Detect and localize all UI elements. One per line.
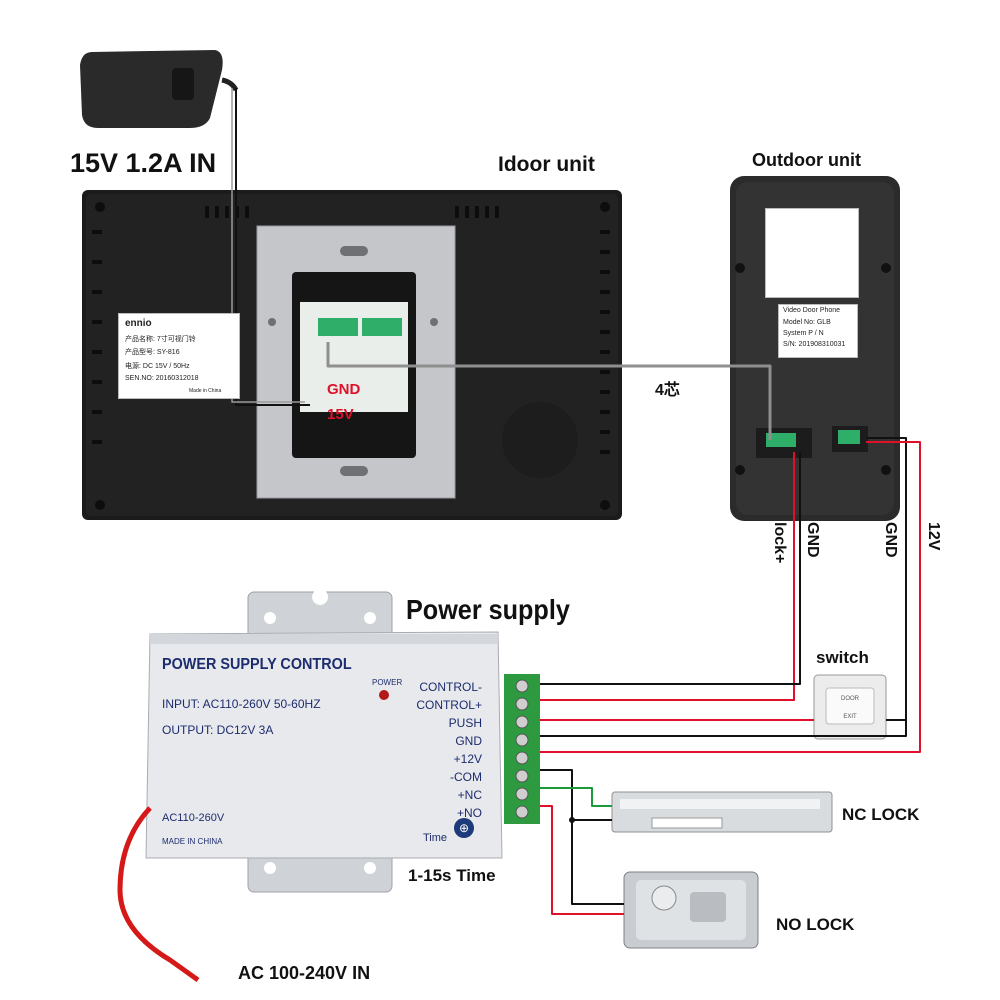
psu-made-label: MADE IN CHINA xyxy=(162,837,223,846)
indoor-gnd-label: GND xyxy=(327,381,361,398)
wire-gnd-control xyxy=(540,452,801,685)
terminal-control-plus: CONTROL+ xyxy=(416,698,482,712)
outdoor-wiring-sticker xyxy=(765,208,859,298)
time-range-label: 1-15s Time xyxy=(408,866,496,885)
terminal-com: -COM xyxy=(450,770,482,784)
psu-title: POWER SUPPLY CONTROL xyxy=(162,656,352,673)
terminal-nc: +NC xyxy=(457,788,482,802)
terminal-push: PUSH xyxy=(448,716,482,730)
indoor-label-sticker: ennio 产品名称: 7寸可视门铃 产品型号: SY-816 电源: DC 1… xyxy=(118,313,240,399)
terminal-gnd: GND xyxy=(455,734,482,748)
ac-input-cable xyxy=(117,806,200,983)
adapter-wire-black xyxy=(235,88,310,406)
power-supply-label: Power supply xyxy=(406,594,570,625)
terminal-control-minus: CONTROL- xyxy=(419,680,482,694)
power-adapter xyxy=(80,50,239,128)
indoor-sticker-line1: 产品名称: 7寸可视门铃 xyxy=(125,336,196,343)
terminal-no: +NO xyxy=(456,806,482,820)
indoor-unit-label: Idoor unit xyxy=(498,153,595,176)
indoor-sticker-brand: ennio xyxy=(125,318,152,329)
lock-plus-label: lock+ xyxy=(771,522,788,564)
outdoor-sticker-line3: System P / N xyxy=(783,330,824,337)
terminal-12v: +12V xyxy=(453,752,482,766)
psu-power-led-label: POWER xyxy=(372,678,403,687)
psu-output: OUTPUT: DC12V 3A xyxy=(162,723,274,737)
switch-label: switch xyxy=(816,648,869,667)
no-electric-lock xyxy=(623,871,759,949)
indoor-sticker-line3: 电源: DC 15V / 50Hz xyxy=(125,363,190,370)
outdoor-unit-label: Outdoor unit xyxy=(752,150,861,170)
wire-nc xyxy=(540,787,612,807)
svg-text:DOOR: DOOR xyxy=(841,696,860,702)
ac-input-label: AC 100-240V IN xyxy=(238,963,371,983)
exit-switch[interactable]: DOOR EXIT xyxy=(813,674,887,740)
adapter-wire-gray xyxy=(231,88,305,403)
adapter-input-label: 15V 1.2A IN xyxy=(70,148,217,178)
indoor-sticker-line4: SEN.NO: 20160312018 xyxy=(125,375,199,382)
terminal-block xyxy=(504,674,540,824)
svg-text:⊕: ⊕ xyxy=(459,821,469,835)
indoor-sticker-line2: 产品型号: SY-816 xyxy=(125,349,180,356)
wire-no xyxy=(540,805,624,915)
nc-magnetic-lock xyxy=(611,791,833,833)
psu-input: INPUT: AC110-260V 50-60HZ xyxy=(162,697,321,711)
12v-label: 12V xyxy=(925,522,942,551)
wire-lock-plus xyxy=(540,452,795,701)
gnd-label-b: GND xyxy=(882,522,899,558)
four-core-label: 4芯 xyxy=(655,382,680,399)
psu-time-label: Time xyxy=(423,832,448,844)
wire-12v xyxy=(540,441,921,753)
wire-gnd-outdoor xyxy=(540,437,907,737)
nc-lock-label: NC LOCK xyxy=(842,805,920,824)
outdoor-sticker-line4: S/N: 201908310031 xyxy=(783,341,846,348)
cable-4core xyxy=(326,342,772,440)
no-lock-label: NO LOCK xyxy=(776,915,855,934)
psu-ac-label: AC110-260V xyxy=(162,812,225,824)
indoor-sticker-made: Made in China xyxy=(189,388,222,394)
gnd-label-a: GND xyxy=(804,522,821,558)
wire-com xyxy=(540,769,624,905)
outdoor-sticker-line2: Model No: GLB xyxy=(783,319,831,326)
indoor-15v-label: 15V xyxy=(327,406,354,423)
svg-text:EXIT: EXIT xyxy=(843,714,857,720)
outdoor-model-sticker: Video Door Phone Model No: GLB System P … xyxy=(778,304,858,358)
power-supply-box: ⊕ xyxy=(145,589,503,893)
outdoor-sticker-line1: Video Door Phone xyxy=(783,307,841,314)
